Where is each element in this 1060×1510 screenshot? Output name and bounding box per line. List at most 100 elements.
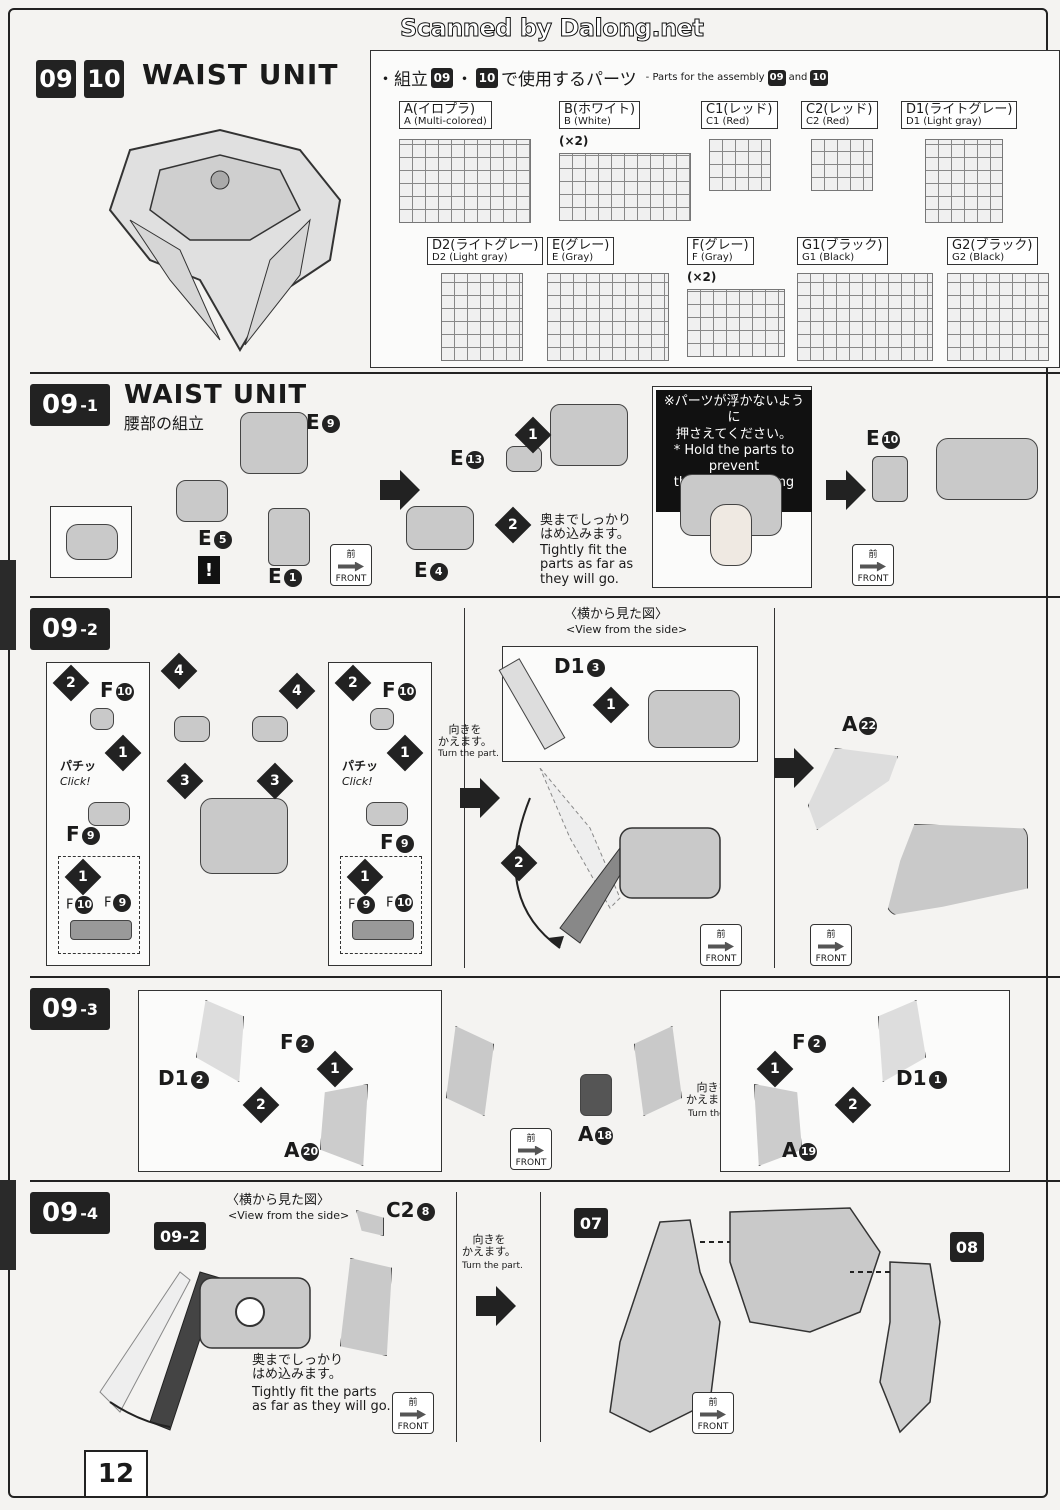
joint-detail	[352, 920, 414, 940]
hip-joint-right	[252, 716, 288, 742]
side-armor-part	[340, 1258, 392, 1356]
fit-instruction-en: Tightly fit the parts as far as they wil…	[540, 543, 634, 587]
runner-label-b: B(ホワイト)B (White)	[559, 101, 641, 130]
step-title: WAIST UNIT	[124, 380, 308, 410]
fit-instruction-jp: 奥までしっかり はめ込みます。	[540, 513, 632, 543]
waist-with-armor	[886, 824, 1028, 916]
step-badge-10: 10	[84, 60, 124, 98]
step-badge-09-4: 09-4	[30, 1192, 110, 1234]
scan-watermark: Scanned by Dalong.net	[399, 14, 704, 43]
step-badge-09-2: 09-2	[30, 608, 110, 650]
step-title-jp: 腰部の組立	[124, 414, 205, 433]
part-e9	[240, 412, 308, 474]
runner-d1	[925, 139, 1003, 223]
side-view-label-en: <View from the side>	[566, 623, 688, 636]
runner-e	[547, 273, 669, 361]
turn-instruction-jp: 向きを かえます。	[462, 1233, 516, 1259]
right-armor-assembled	[634, 1026, 682, 1116]
side-view-label-en: <View from the side>	[228, 1209, 350, 1222]
joint-detail	[70, 920, 132, 940]
part-e1	[268, 508, 310, 566]
runner-b	[559, 153, 691, 221]
page-number: 12	[84, 1450, 148, 1498]
part-f10	[370, 708, 394, 730]
runner-label-g1: G1(ブラック)G1 (Black)	[797, 237, 888, 266]
left-armor-assembled	[446, 1026, 494, 1116]
part-e13	[506, 446, 542, 472]
caution-icon: !	[198, 556, 220, 584]
side-view-label-jp: 〈横から見た図〉	[564, 607, 669, 622]
click-sound-jp: パチッ	[60, 759, 97, 773]
part-f10	[90, 708, 114, 730]
part-f9	[366, 802, 408, 826]
runner-label-g2: G2(ブラック)G2 (Black)	[947, 237, 1038, 266]
next-step-arrow	[826, 470, 866, 510]
part-assembly-top	[550, 404, 628, 466]
fit-instruction-en: Tightly fit the parts as far as they wil…	[252, 1385, 391, 1415]
waist-side-view	[648, 690, 740, 748]
part-e10	[872, 456, 908, 502]
ref-badge-08: 08	[950, 1232, 984, 1262]
step-number-2: 2	[494, 506, 532, 544]
next-step-arrow	[380, 470, 420, 510]
hip-joint-left	[174, 716, 210, 742]
part-c2-8	[356, 1210, 384, 1236]
fit-instruction-jp: 奥までしっかり はめ込みます。	[252, 1353, 344, 1383]
waist-side-assembly	[99, 1271, 311, 1431]
runner-d2	[441, 273, 523, 361]
runner-label-c2: C2(レッド)C2 (Red)	[801, 101, 878, 130]
runner-f	[687, 289, 785, 357]
runner-label-e: E(グレー)E (Gray)	[547, 237, 615, 266]
leg-waist-assembly-illustration	[609, 1207, 941, 1434]
step-badge-09-3: 09-3	[30, 988, 110, 1030]
side-view-label-jp: 〈横から見た図〉	[226, 1193, 331, 1208]
runner-label-d2: D2(ライトグレー)D2 (Light gray)	[427, 237, 544, 266]
runner-a	[399, 139, 531, 223]
runner-qty-b: (×2)	[559, 134, 589, 148]
step-number-3: 3	[166, 762, 204, 800]
part-e5	[176, 480, 228, 522]
runner-label-c1: C1(レッド)C1 (Red)	[701, 101, 778, 130]
click-sound-jp: パチッ	[342, 759, 379, 773]
waist-core	[200, 798, 288, 874]
part-e4	[406, 506, 474, 550]
step-badge-09-1: 09-1	[30, 384, 110, 426]
section-title: WAIST UNIT	[142, 58, 339, 91]
next-step-arrow	[476, 1286, 516, 1326]
part-assembly-waist	[936, 438, 1038, 500]
turn-instruction-en: Turn the part.	[688, 1109, 749, 1119]
page-frame	[8, 8, 1048, 1498]
part-a20	[320, 1084, 368, 1166]
inset-detail-box	[50, 506, 132, 578]
runner-label-f: F(グレー)F (Gray)	[687, 237, 754, 266]
ref-badge-09-2: 09-2	[154, 1222, 206, 1250]
part-f9	[88, 802, 130, 826]
runner-g2	[947, 273, 1049, 361]
runner-c2	[811, 139, 873, 191]
panel-divider	[774, 608, 775, 968]
waist-unit-illustration	[108, 128, 342, 352]
